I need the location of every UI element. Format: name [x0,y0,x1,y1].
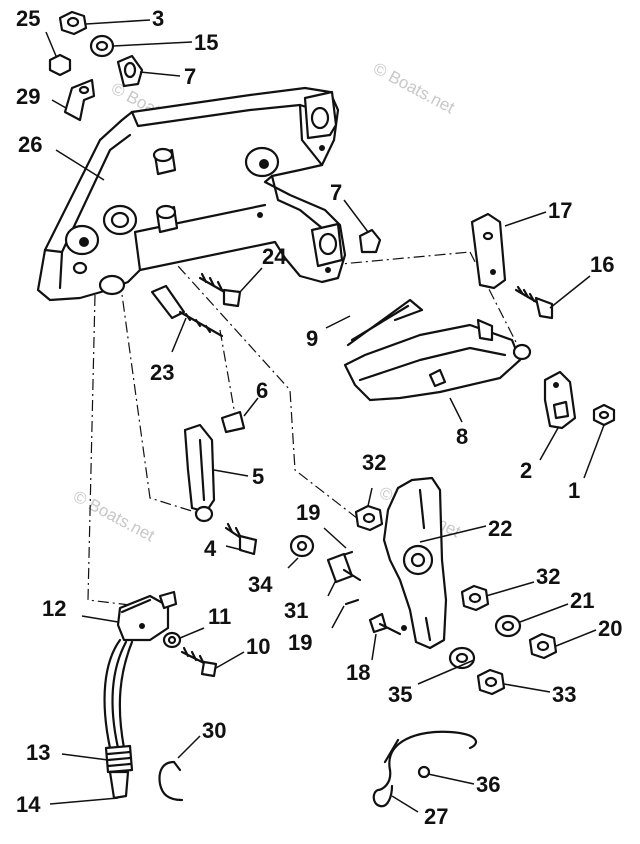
callout-numbers: 25 3 15 7 29 26 7 17 24 16 9 23 6 8 5 2 … [16,6,622,829]
part-24-screw [198,272,242,308]
callout-4: 4 [204,536,217,561]
callout-24: 24 [262,244,287,269]
callout-7-top: 7 [184,64,196,89]
part-7-bushing-middle [358,228,382,254]
callout-36: 36 [476,772,500,797]
callout-8: 8 [456,424,468,449]
part-33-nut [476,668,506,696]
callout-1: 1 [568,478,580,503]
callout-19-lower: 19 [288,630,312,655]
part-18-screw [368,612,402,636]
part-8-lever [343,318,532,402]
part-5-arm [183,423,216,523]
callout-31: 31 [284,598,308,623]
part-1-nut [592,403,616,427]
callout-13: 13 [26,740,50,765]
part-29-clip [63,78,96,122]
callout-14: 14 [16,792,41,817]
callout-17: 17 [548,198,572,223]
part-6-pin [220,410,246,434]
part-36-pin [417,765,431,779]
callout-19-upper: 19 [296,500,320,525]
phantom-assembly-lines [87,234,521,606]
callout-26: 26 [18,132,42,157]
callout-3: 3 [152,6,164,31]
main-bracket [36,86,347,302]
leader-lines [45,19,605,813]
part-34-washer [289,534,315,558]
part-13-wires [103,638,134,750]
part-3-nut [58,10,88,36]
part-25-nut [48,53,72,77]
callout-21: 21 [570,588,594,613]
part-15-washer [89,34,115,58]
watermark-left: © Boats.net [70,487,158,546]
part-7-bushing-top [116,54,144,88]
callout-12: 12 [42,596,66,621]
callout-5: 5 [252,464,264,489]
callout-35: 35 [388,682,412,707]
callout-15: 15 [194,30,218,55]
callout-30: 30 [202,718,226,743]
part-12-switch [116,590,178,642]
part-22-cam [382,476,448,650]
part-32-nut-lower [460,584,490,612]
callout-27: 27 [424,804,448,829]
part-13-connector [104,744,134,800]
part-23-stud [150,284,224,338]
callout-16: 16 [590,252,614,277]
callout-32-lower: 32 [536,564,560,589]
part-21-washer [494,614,522,638]
part-19-pin-lower [344,598,360,606]
callout-23: 23 [150,360,174,385]
part-4-screw [224,522,258,556]
callout-6: 6 [256,378,268,403]
callout-20: 20 [598,616,622,641]
part-32-nut-upper [354,504,384,532]
part-20-nut [528,632,558,660]
part-27-wire-link [372,730,478,808]
part-9-spring [346,298,424,347]
part-2-link [543,370,577,430]
callout-25: 25 [16,6,40,31]
callout-18: 18 [346,660,370,685]
callout-2: 2 [520,458,532,483]
part-17-plate [470,212,507,290]
callout-22: 22 [488,516,512,541]
callout-7-middle: 7 [330,180,342,205]
part-31-stud [326,552,362,584]
watermark-top-right: © Boats.net [370,59,458,118]
part-30-clip [158,760,184,802]
part-11-washer [162,631,182,649]
callout-29: 29 [16,84,40,109]
callout-9: 9 [306,326,318,351]
callout-33: 33 [552,682,576,707]
part-10-screw [180,646,218,678]
callout-10: 10 [246,634,270,659]
callout-34: 34 [248,572,273,597]
part-16-screw [514,285,554,320]
callout-11: 11 [208,604,231,629]
callout-32-upper: 32 [362,450,386,475]
